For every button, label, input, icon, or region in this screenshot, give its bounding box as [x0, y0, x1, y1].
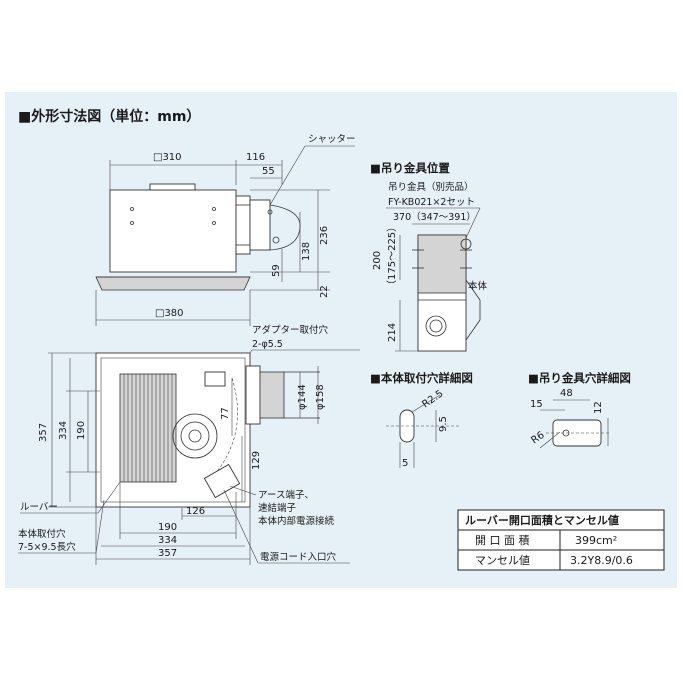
shutter-label: シャッター	[308, 134, 356, 145]
dim-9-5: 9.5	[438, 416, 449, 432]
earth-label-1: アース端子、	[258, 489, 314, 501]
dim-22: 22	[319, 285, 330, 298]
dim-12: 12	[593, 401, 604, 414]
table-row-value: 3.2Y8.9/0.6	[570, 554, 633, 567]
outlet-flange	[245, 365, 261, 425]
dim-380: □380	[155, 308, 184, 319]
hanger-hole-detail: ■吊り金具穴詳細図 48 15 12 R6	[528, 371, 631, 449]
hanger-position-heading: ■吊り金具位置	[370, 161, 450, 175]
dim-200-range: （175～225）	[386, 222, 398, 290]
body-top-lip	[149, 183, 196, 191]
dim-334-v: 334	[58, 421, 69, 440]
munsell-table: ルーバー開口面積とマンセル値 開 口 面 積 399cm² マンセル値 3.2Y…	[457, 509, 665, 571]
earth-label-2: 速結端子	[258, 502, 297, 514]
dim-334-h: 334	[158, 535, 177, 546]
dim-5: 5	[402, 458, 408, 469]
main-label: 本体	[468, 280, 488, 292]
dim-15: 15	[530, 399, 543, 410]
dim-77: 77	[220, 407, 231, 420]
cord-hole-label: 電源コード入口穴	[260, 551, 337, 563]
table-title: ルーバー開口面積とマンセル値	[465, 513, 619, 527]
dim-370: 370（347～391）	[393, 211, 476, 223]
dim-126: 126	[186, 506, 205, 517]
fan	[172, 413, 218, 459]
louver-panel	[95, 276, 251, 291]
dim-200: 200	[372, 251, 383, 270]
adapter-holes: 2-φ5.5	[252, 339, 283, 350]
terminal-box	[203, 463, 241, 499]
body-hole-detail: ■本体取付穴詳細図 9.5 R2.5 5	[370, 371, 473, 469]
body-hole-label: 本体取付穴	[18, 528, 66, 540]
dim-116: 116	[246, 152, 265, 163]
dim-r6: R6	[529, 430, 546, 447]
body-hole-detail-heading: ■本体取付穴詳細図	[370, 371, 473, 385]
dim-59: 59	[271, 264, 282, 277]
dim-190-h: 190	[158, 522, 177, 533]
dim-phi144: φ144	[297, 384, 308, 410]
dim-129: 129	[251, 451, 262, 470]
dim-310: □310	[153, 152, 182, 163]
hanger-position: ■吊り金具位置 吊り金具（別売品） FY-KB021×2セット 370（347～…	[370, 161, 488, 352]
hanger-part: 吊り金具（別売品）	[388, 181, 474, 193]
front-view: □310 116 55 シャッター 236 138 59 22	[95, 134, 356, 326]
table-row-label: 開 口 面 積	[475, 533, 530, 547]
dim-55: 55	[262, 166, 275, 177]
body-box	[109, 189, 237, 273]
dim-phi158: φ158	[315, 384, 326, 410]
dim-236: 236	[319, 226, 330, 245]
table-row-label: マンセル値	[475, 554, 530, 567]
table-row-value: 399cm²	[575, 534, 617, 547]
adapter-label: アダプター取付穴	[252, 324, 329, 336]
page-title: ■外形寸法図（単位：mm）	[18, 108, 200, 125]
dim-138: 138	[301, 242, 312, 261]
dim-48: 48	[560, 388, 573, 399]
earth-label-3: 本体内部電源接続	[258, 515, 335, 527]
dim-357-h: 357	[158, 548, 177, 559]
body-hole-size: 7-5×9.5長穴	[18, 541, 76, 553]
dim-190-v: 190	[76, 421, 87, 440]
dim-357-v: 357	[38, 423, 49, 442]
hanger-hole-detail-heading: ■吊り金具穴詳細図	[528, 371, 631, 385]
plan-view: アダプター取付穴 2-φ5.5 φ144 φ158 77 1	[18, 324, 360, 565]
hanger-model: FY-KB021×2セット	[388, 197, 475, 208]
dim-214: 214	[387, 323, 398, 342]
louver-label: ルーバー	[20, 502, 58, 513]
